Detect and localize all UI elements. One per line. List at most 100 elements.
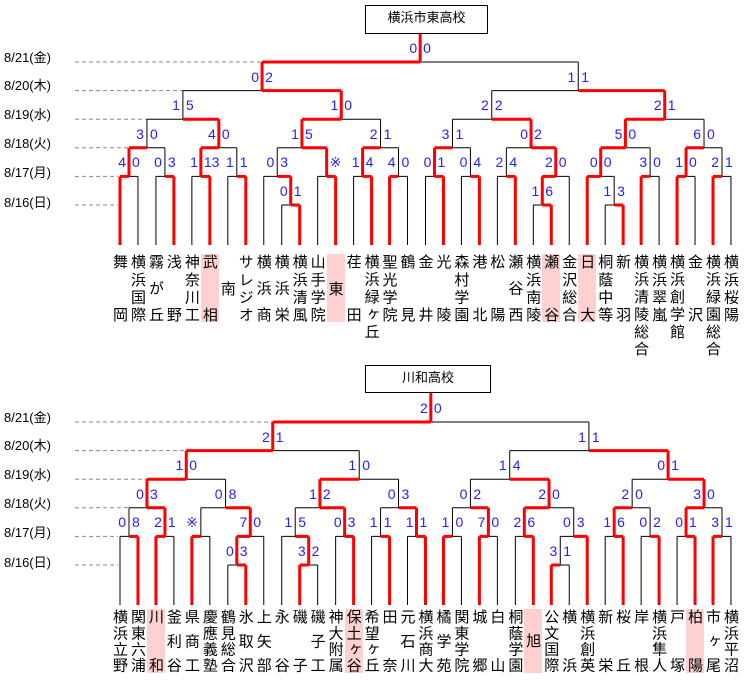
team-name: 磯子工: [308, 609, 327, 673]
team-name: 氷取沢: [236, 609, 255, 673]
score-left: 1: [578, 428, 586, 445]
team-name: 松陽: [488, 254, 507, 322]
score-left: 2: [621, 485, 630, 502]
score-right: 1: [563, 543, 572, 559]
score-right: 0: [603, 154, 612, 171]
date-label: 8/18(火): [4, 496, 51, 511]
date-label: 8/18(火): [4, 136, 51, 151]
team-name: 鶴見: [398, 254, 417, 322]
score-left: 1: [309, 485, 317, 502]
score-left: 1: [175, 457, 184, 474]
score-right: 0: [653, 154, 661, 171]
score-right: 3: [347, 514, 356, 531]
score-right: 1: [724, 154, 733, 171]
team-name: 横浜創英: [578, 609, 597, 673]
team-name: 横浜: [560, 609, 579, 673]
score-left: 7: [477, 514, 486, 531]
score-right: 8: [131, 514, 140, 531]
team-name: 神奈川工: [182, 254, 201, 322]
score-left: 3: [136, 125, 144, 142]
featured-team-name: 東: [326, 254, 345, 322]
score-left: 0: [657, 457, 666, 474]
score-left: 0: [214, 485, 223, 502]
team-name: 横浜商大: [416, 609, 435, 673]
team-name: 戸塚: [668, 609, 687, 673]
score-right: 0: [401, 154, 410, 171]
team-name: 桜丘: [614, 609, 633, 673]
score-left: 5: [614, 125, 623, 142]
score-left: 0: [675, 514, 684, 531]
team-name: 県商工: [182, 609, 201, 673]
score-left: 1: [441, 514, 450, 531]
score-right: 6: [545, 183, 554, 199]
team-name: 上矢部: [254, 609, 273, 673]
score-right: 0: [689, 154, 697, 171]
team-name: 横浜翠嵐: [650, 254, 669, 322]
team-name: 公文国際: [542, 609, 561, 673]
date-label: 8/19(水): [4, 107, 51, 122]
score-right: 2: [534, 125, 542, 142]
score-right: 2: [265, 68, 273, 85]
score-left: 3: [639, 154, 648, 171]
score-left: 1: [284, 514, 293, 531]
team-name: 横浜栄: [272, 254, 291, 322]
score-right: 1: [275, 428, 284, 445]
score-right: 1: [419, 514, 428, 531]
featured-team-name: 日大: [578, 254, 597, 322]
date-label: 8/21(金): [4, 410, 51, 425]
team-name: 霧が丘: [146, 254, 165, 322]
score-right: 2: [494, 97, 503, 114]
score-right: 2: [473, 485, 482, 502]
team-name: 横浜創学館: [668, 254, 687, 339]
featured-team-name: 旭: [524, 609, 543, 673]
score-left: 0: [520, 125, 529, 142]
score-left: 1: [498, 457, 507, 474]
date-label: 8/21(金): [4, 50, 51, 65]
featured-team-name: 武相: [200, 254, 219, 322]
score-right: 6: [617, 514, 625, 531]
bracket-title-higashi: 横浜市東高校: [365, 5, 488, 34]
score-left: 0: [459, 154, 468, 171]
team-name: 金沢総合: [560, 254, 579, 322]
score-left: 1: [291, 125, 299, 142]
team-name: 横浜桜陽: [721, 254, 740, 322]
score-left: 0: [251, 68, 260, 85]
score-right: 1: [581, 68, 590, 85]
team-name: 浅野: [164, 254, 183, 322]
team-name: 横浜平沼: [721, 609, 740, 673]
score-right: 0: [189, 457, 198, 474]
team-name: 横浜商: [254, 254, 273, 322]
score-left: 4: [118, 154, 126, 171]
score-left: 1: [675, 154, 684, 171]
score-left: 1: [330, 97, 339, 114]
score-left: 4: [387, 154, 396, 171]
team-name: 永谷: [272, 609, 291, 673]
score-right: 3: [617, 183, 625, 199]
team-name: 関東六浦: [128, 609, 147, 673]
featured-team-name: 瀬谷: [542, 254, 561, 322]
score-right: 3: [167, 154, 176, 171]
team-name: 山手学院: [308, 254, 327, 322]
score-left: 2: [711, 154, 719, 171]
team-name: 光陵: [434, 254, 453, 322]
team-name: 桐蔭中等: [596, 254, 615, 322]
score-left: 3: [693, 485, 702, 502]
score-left: 1: [603, 514, 612, 531]
team-name: 横浜清風: [290, 254, 309, 322]
team-name: 横浜緑園総合: [704, 254, 722, 356]
team-name: 城郷: [470, 609, 489, 673]
score-left: 2: [495, 154, 504, 171]
score-right: 0: [433, 400, 442, 416]
score-right: 3: [401, 485, 410, 502]
score-left: 0: [387, 485, 396, 502]
team-name: 桐蔭学園: [506, 609, 525, 673]
score-left: 1: [405, 514, 414, 531]
score-left: 1: [172, 97, 180, 114]
date-label: 8/20(木): [4, 78, 51, 93]
score-right: 0: [362, 457, 371, 474]
score-right: 0: [455, 514, 464, 531]
score-right: 5: [185, 97, 194, 114]
featured-team-name: 保土ヶ谷: [344, 609, 363, 673]
score-left: 1: [603, 183, 612, 199]
score-right: 2: [322, 485, 331, 502]
